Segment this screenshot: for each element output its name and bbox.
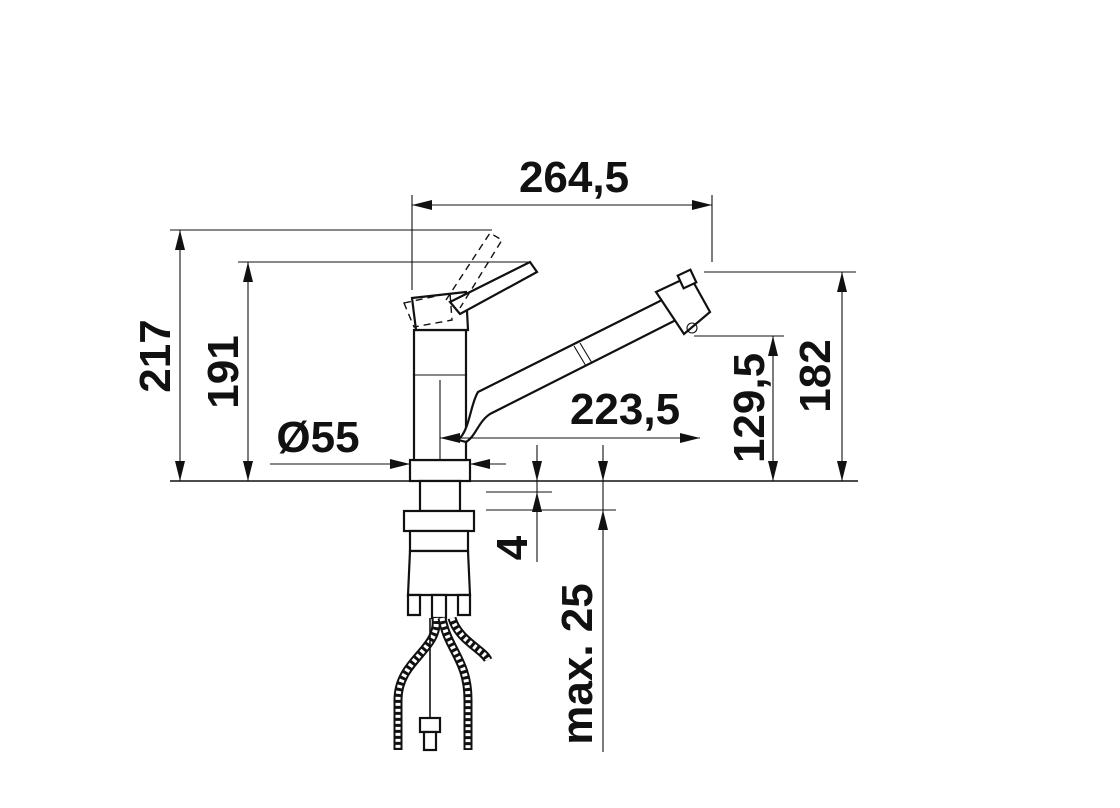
dim-max-thickness-label: max. 25: [553, 583, 602, 744]
base-collar: [408, 458, 472, 483]
spray-head: [654, 274, 712, 336]
lever-alt-position: [445, 232, 503, 309]
dim-height-total-label: 217: [131, 319, 180, 392]
dim-base-diameter: Ø55: [270, 413, 506, 469]
faucet-drawing: [170, 232, 858, 752]
dim-reach-total-label: 264,5: [519, 153, 629, 202]
mounting-body: [406, 549, 472, 597]
dim-spout-reach: 223,5: [440, 385, 700, 443]
dim-spout-clearance: 129,5: [694, 335, 784, 481]
dim-spout-height: 182: [704, 271, 856, 481]
dim-max-thickness: max. 25: [486, 445, 616, 752]
dim-base-diameter-label: Ø55: [276, 413, 359, 462]
mounting-shank: [418, 479, 462, 513]
lever-handle: [448, 260, 539, 316]
dim-min-thickness: 4: [486, 445, 552, 562]
dim-height-total: 217: [131, 229, 492, 481]
dim-reach-total: 264,5: [411, 153, 713, 290]
dim-spout-reach-label: 223,5: [570, 385, 680, 434]
dim-spout-clearance-label: 129,5: [725, 353, 774, 463]
rod-fitting: [418, 716, 442, 734]
dim-spout-height-label: 182: [791, 339, 840, 412]
dim-min-thickness-label: 4: [488, 535, 537, 560]
dim-height-lever-label: 191: [199, 335, 248, 408]
mounting-plate: [408, 529, 470, 553]
mounting-nut: [402, 509, 476, 533]
dim-height-lever: 191: [199, 261, 530, 481]
supply-hose-left: [393, 617, 441, 750]
